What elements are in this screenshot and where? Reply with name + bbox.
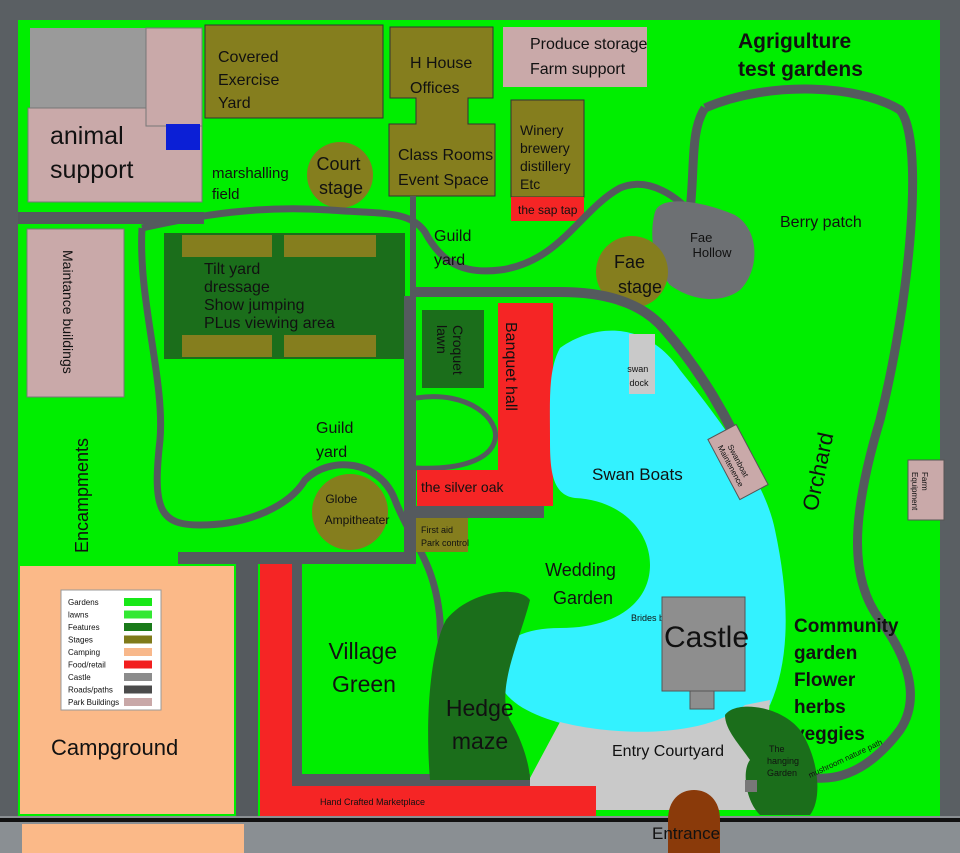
- legend-label: Food/retail: [68, 661, 106, 670]
- guild-yard-top-label: Guild yard: [434, 228, 476, 269]
- winery-label: Winery brewery distillery Etc: [520, 122, 574, 192]
- legend-label: Gardens: [68, 598, 99, 607]
- croquet-lawn: [422, 310, 484, 388]
- swanboat-maintenance: Swanboat Maintenence: [707, 423, 769, 501]
- brides-bridge-label: Brides bridge: [631, 613, 684, 623]
- map-legend: Gardens lawnsFeaturesStagesCampingFood/re…: [60, 589, 162, 711]
- first-aid-label: First aid Park control: [421, 525, 469, 548]
- legend-label: lawns: [68, 611, 88, 620]
- covered-exercise-yard: [204, 24, 384, 119]
- globe-ampitheater: [312, 474, 388, 550]
- wedding-garden-label: Wedding Garden: [545, 560, 621, 608]
- tilt-yard-label: Tilt yard dressage Show jumping PLus vie…: [204, 261, 335, 332]
- covered-exercise-yard-label: Covered Exercise Yard: [218, 49, 284, 112]
- entry-courtyard-label: Entry Courtyard: [612, 743, 724, 760]
- court-stage: [307, 142, 373, 208]
- road-west: [18, 212, 204, 224]
- produce-storage-label: Produce storage Farm support: [530, 36, 652, 78]
- legend-label: Castle: [68, 673, 91, 682]
- hand-crafted-marketplace: [260, 786, 596, 816]
- legend-swatch: [124, 698, 152, 706]
- guild-path-north: [141, 180, 693, 275]
- silver-oak: [417, 470, 553, 506]
- croquet-lawn-label: Croquet lawn: [434, 325, 466, 379]
- hedge-maze-label: Hedge maze: [446, 695, 520, 754]
- sap-tap: [511, 197, 584, 221]
- village-green-label: Village Green: [328, 638, 403, 697]
- castle-label: Castle: [664, 621, 749, 654]
- farm-equipment-building: [907, 459, 945, 521]
- legend-swatch: [124, 660, 152, 669]
- fae-stage: [596, 236, 668, 308]
- legend-swatch: [124, 598, 152, 606]
- berry-patch-label: Berry patch: [780, 214, 862, 231]
- legend-swatch: [124, 673, 152, 681]
- castle: [661, 596, 746, 692]
- banquet-hall-label: Banquet hall: [502, 322, 519, 411]
- sap-tap-label: the sap tap: [518, 203, 578, 217]
- mushroom-nature-path: [703, 84, 918, 783]
- guild-path-south: [138, 227, 474, 811]
- road-central: [404, 296, 416, 552]
- h-house-offices-label: H House Offices: [410, 55, 477, 97]
- agriculture-test-gardens-label: Agrigulture test gardens: [738, 30, 863, 81]
- legend-swatch: [124, 623, 152, 631]
- legend-label: Features: [68, 623, 100, 632]
- entry-courtyard: [530, 700, 770, 810]
- swan-boats-label: Swan Boats: [592, 465, 683, 484]
- hanging-garden-label: The hanging Garden: [767, 744, 802, 778]
- hedge-maze: [428, 591, 530, 780]
- legend-swatch: [124, 610, 152, 619]
- legend-label: Roads/paths: [68, 686, 113, 695]
- legend-swatch: [124, 635, 152, 644]
- silver-oak-label: the silver oak: [421, 479, 504, 495]
- class-rooms-label: Class Rooms Event Space: [398, 147, 498, 189]
- community-garden-label: Community garden Flower herbs veggies: [794, 616, 904, 745]
- first-aid: [416, 518, 468, 552]
- entrance-gate: [668, 790, 720, 853]
- blue-marker: [166, 124, 200, 150]
- farm-equipment-label: Farm Equipment: [910, 472, 929, 511]
- animal-support-label: animal support: [50, 122, 133, 184]
- encampments-label: Encampments: [72, 438, 92, 553]
- swan-dock-label: swan dock: [627, 364, 651, 388]
- maintenance-buildings-label: Maintance buildings: [60, 250, 76, 374]
- court-stage-label: Court stage: [316, 154, 365, 198]
- globe-ampitheater-label: Globe Ampitheater: [325, 492, 390, 527]
- h-house-building: [388, 26, 496, 197]
- legend-label: Stages: [68, 636, 93, 645]
- winery-building: [510, 99, 585, 198]
- maintenance-buildings: [26, 228, 125, 398]
- marketplace-label: Hand Crafted Marketplace: [320, 797, 425, 807]
- marshalling-field-label: marshalling field: [212, 165, 293, 203]
- fae-hollow-label: Fae Hollow: [690, 230, 732, 260]
- legend-label: Camping: [68, 648, 100, 657]
- legend-swatch: [124, 648, 152, 656]
- legend-label: Park Buildings: [68, 698, 119, 707]
- produce-storage-building: [503, 27, 647, 87]
- entrance-label: Entrance: [652, 824, 720, 843]
- swan-dock: [629, 334, 655, 394]
- campground-label: Campground: [51, 735, 178, 760]
- fae-hollow: [652, 201, 755, 300]
- road-south: [178, 552, 416, 564]
- guild-yard-mid-label: Guild yard: [316, 420, 358, 461]
- legend-swatch: [124, 685, 152, 694]
- marketplace-west: [260, 564, 292, 816]
- fae-stage-label: Fae stage: [614, 252, 662, 297]
